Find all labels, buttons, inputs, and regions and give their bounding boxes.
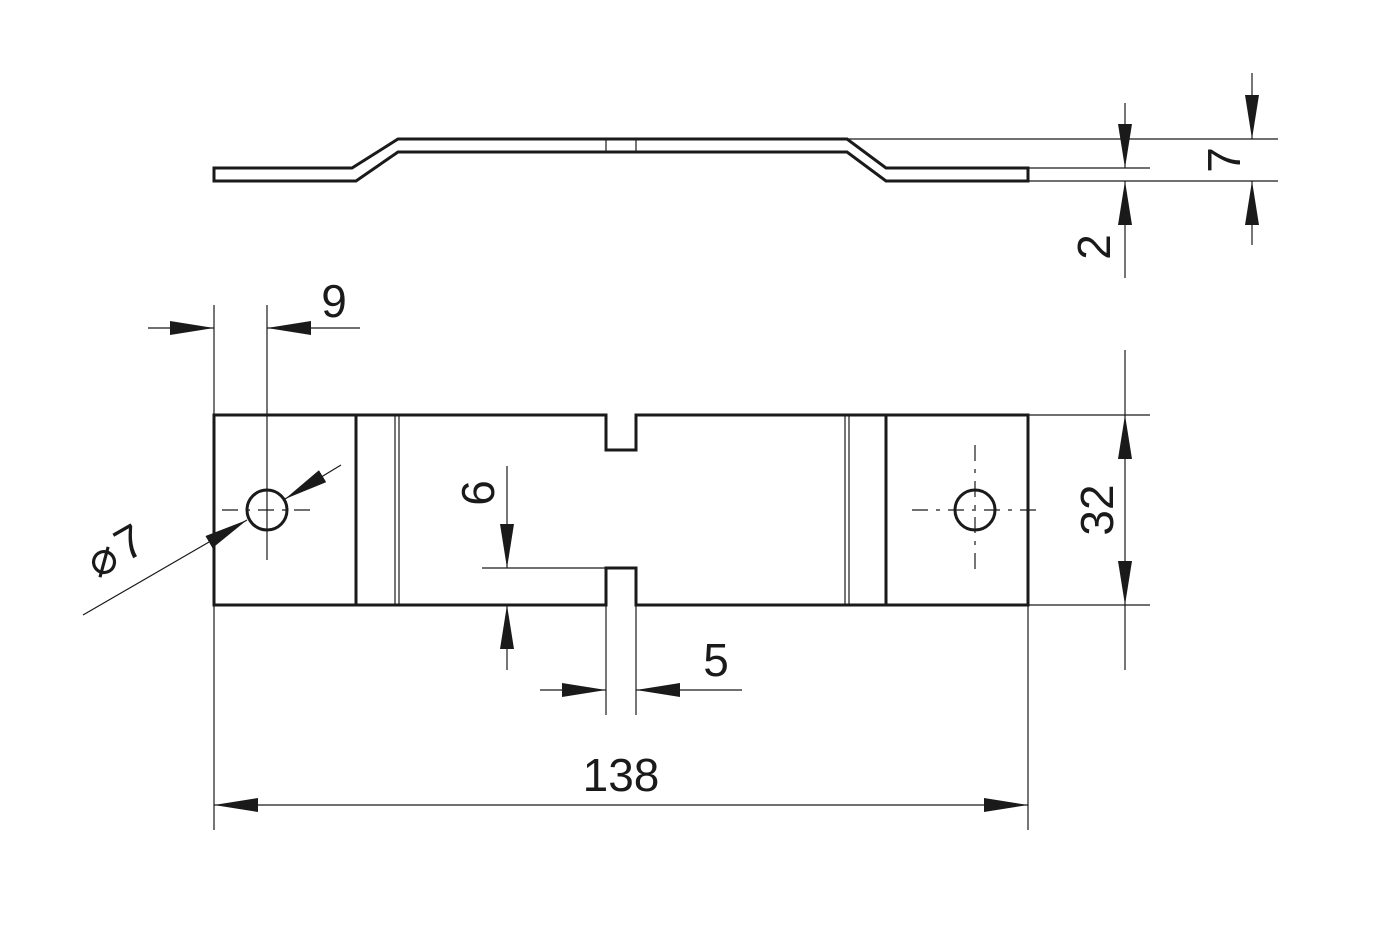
length-dim-label: 138 [583, 749, 660, 801]
hole-diameter-label: ⌀ 7 [77, 513, 154, 587]
side-view-profile [212, 137, 1030, 183]
side-view: 2 7 [212, 73, 1278, 278]
hole-diameter-leader [82, 519, 248, 616]
hole-offset-dim-label: 9 [321, 275, 347, 327]
top-view: 9 ⌀ 7 6 5 32 138 [77, 275, 1150, 830]
width-dim-label: 32 [1071, 484, 1123, 535]
thickness-dim-label: 2 [1068, 234, 1120, 260]
offset-dim-label: 7 [1198, 147, 1250, 173]
slot-width-dim-label: 5 [703, 634, 729, 686]
slot-depth-dim-label: 6 [452, 480, 504, 506]
plate-outline [212, 413, 1030, 607]
hole-diameter-leader-upper [284, 464, 342, 500]
